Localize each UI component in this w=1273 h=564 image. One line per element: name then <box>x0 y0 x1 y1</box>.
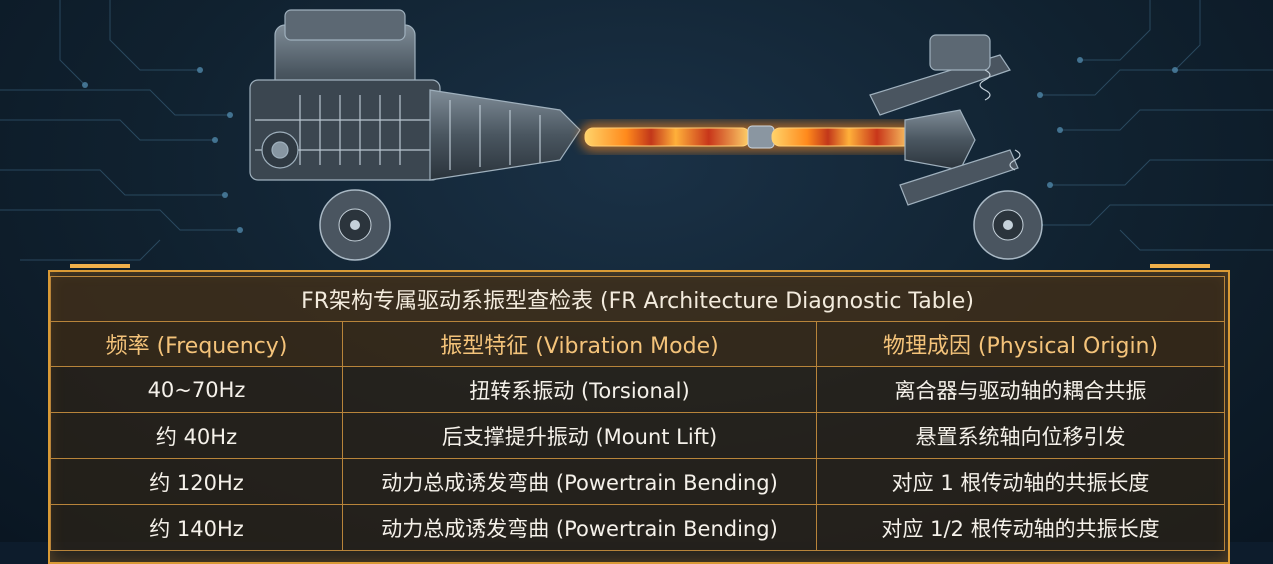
cell-physical-origin: 悬置系统轴向位移引发 <box>815 412 1226 459</box>
table-row: 约 40Hz 后支撑提升振动 (Mount Lift) 悬置系统轴向位移引发 <box>50 412 1226 459</box>
cell-physical-origin: 对应 1/2 根传动轴的共振长度 <box>815 504 1226 551</box>
front-wheel-icon <box>319 189 391 261</box>
gearbox-icon <box>429 89 581 181</box>
frame-accent-left <box>70 264 130 268</box>
circuit-board-pattern <box>0 0 1273 261</box>
frame-accent-right <box>1150 264 1210 268</box>
rear-wheel-icon <box>973 190 1043 260</box>
diagnostic-table: FR架构专属驱动系振型查检表 (FR Architecture Diagnost… <box>49 276 1226 551</box>
table-header-row: 频率 (Frequency) 振型特征 (Vibration Mode) 物理成… <box>50 321 1226 367</box>
cell-vibration-mode: 后支撑提升振动 (Mount Lift) <box>342 412 817 459</box>
engine-block-icon <box>249 9 441 181</box>
rear-driveshaft <box>771 127 913 147</box>
table-row: 40~70Hz 扭转系振动 (Torsional) 离合器与驱动轴的耦合共振 <box>50 366 1226 413</box>
center-joint-icon <box>747 125 775 149</box>
header-frequency: 频率 (Frequency) <box>50 321 343 367</box>
cell-physical-origin: 离合器与驱动轴的耦合共振 <box>815 366 1226 413</box>
cell-frequency: 约 40Hz <box>50 412 343 459</box>
header-physical-origin: 物理成因 (Physical Origin) <box>815 321 1226 367</box>
table-row: 约 120Hz 动力总成诱发弯曲 (Powertrain Bending) 对应… <box>50 458 1226 505</box>
table-title: FR架构专属驱动系振型查检表 (FR Architecture Diagnost… <box>49 276 1226 322</box>
cell-vibration-mode: 动力总成诱发弯曲 (Powertrain Bending) <box>342 458 817 505</box>
rear-subframe-icon <box>869 34 1021 206</box>
cell-frequency: 约 140Hz <box>50 504 343 551</box>
cell-vibration-mode: 动力总成诱发弯曲 (Powertrain Bending) <box>342 504 817 551</box>
table-row: 约 140Hz 动力总成诱发弯曲 (Powertrain Bending) 对应… <box>50 504 1226 551</box>
fr-drivetrain-illustration <box>249 9 1043 261</box>
cell-frequency: 40~70Hz <box>50 366 343 413</box>
front-driveshaft <box>584 127 751 147</box>
cell-physical-origin: 对应 1 根传动轴的共振长度 <box>815 458 1226 505</box>
header-vibration-mode: 振型特征 (Vibration Mode) <box>342 321 817 367</box>
cell-vibration-mode: 扭转系振动 (Torsional) <box>342 366 817 413</box>
cell-frequency: 约 120Hz <box>50 458 343 505</box>
